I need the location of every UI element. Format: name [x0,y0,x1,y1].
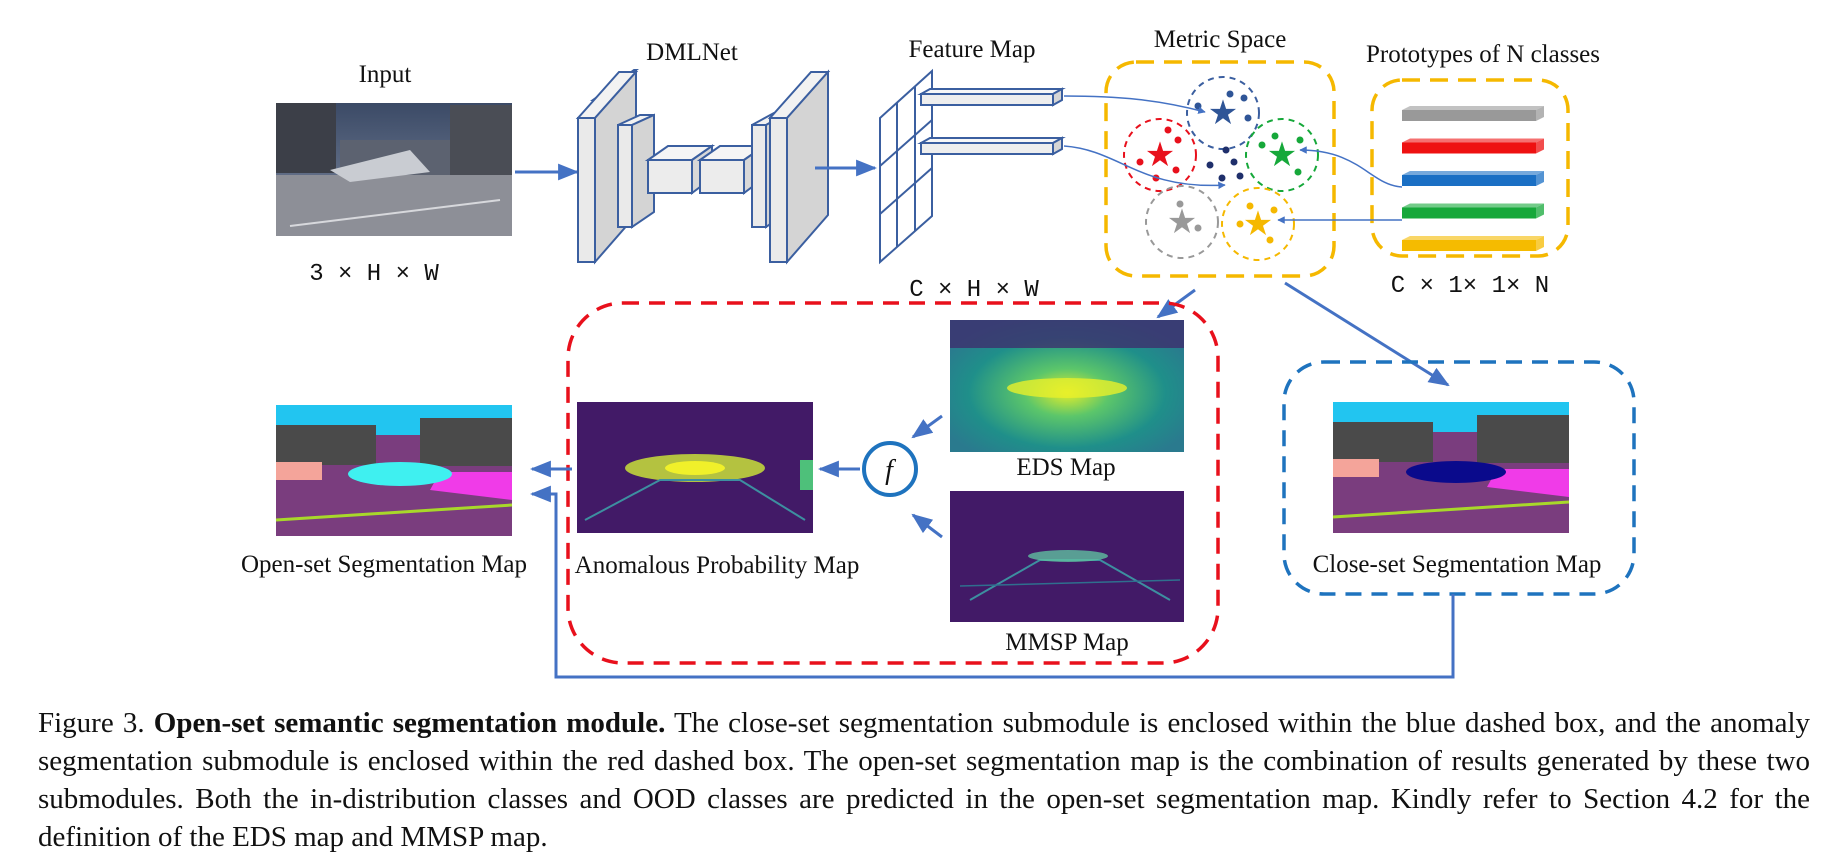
fusion-symbol: f [885,455,896,486]
framework-diagram: Input 3 × H × W DMLNet [241,26,1636,679]
cluster-green: ★ [1245,118,1319,192]
cluster-yellow: ★ [1221,187,1295,261]
eds-map-image [950,320,1184,452]
arrow-vector2-to-metric [1063,145,1226,190]
arrow-eds-to-f [911,414,943,439]
caption-figure-number: Figure 3. [38,707,145,739]
openset-label: Open-set Segmentation Map [241,551,527,578]
cluster-blue: ★ [1186,76,1260,150]
metric-space-box [1104,60,1336,278]
feature-dims: C × H × W [909,277,1039,304]
prototype-bar [1402,203,1544,219]
metric-title: Metric Space [1154,26,1287,53]
svg-text:★: ★ [1167,202,1197,242]
dmlnet-blocks [575,69,831,265]
anomaly-submodule-box [566,301,1220,665]
caption-body: The close-set segmentation submodule is … [38,707,1811,853]
prototypes-dims: C × 1× 1× N [1391,273,1549,300]
prototype-bar [1402,138,1544,154]
input-image [276,103,512,236]
feature-map-grid [879,68,933,265]
prototypes-title: Prototypes of N classes [1366,41,1600,68]
prototype-bar [1402,171,1544,186]
arrow-metric-to-closeset [1284,281,1450,387]
openset-map-image [275,405,513,536]
arrow-proto-green [1299,146,1403,188]
prototype-bar [1402,236,1544,251]
closeset-map-image [1332,402,1570,533]
svg-text:★: ★ [1208,93,1238,133]
svg-text:★: ★ [1145,135,1175,175]
eds-label: EDS Map [1016,454,1115,481]
cluster-red: ★ [1123,118,1197,192]
figure-caption: Figure 3. Open-set semantic segmentation… [38,704,1810,856]
arrow-vector1-to-metric [1063,95,1206,114]
fusion-node: f [862,441,918,497]
mmsp-map-image [950,491,1184,622]
anomalous-label: Anomalous Probability Map [575,552,860,579]
feature-vectors [917,87,1066,156]
feature-title: Feature Map [908,36,1035,63]
input-dims: 3 × H × W [309,261,439,288]
caption-lead: Open-set semantic segmentation module. [153,707,666,739]
prototypes-box [1370,78,1570,258]
svg-text:★: ★ [1267,135,1297,175]
input-title: Input [359,61,412,88]
arrow-mmsp-to-f [911,513,943,539]
anomalous-map-image [577,402,813,533]
closeset-submodule-box [1282,360,1636,596]
cluster-gray: ★ [1145,185,1219,259]
prototype-bar [1402,106,1544,121]
prototype-bars [1402,106,1544,251]
network-title: DMLNet [646,39,738,66]
ood-points [1206,146,1244,182]
arrow-closeset-to-openset [529,485,1455,679]
closeset-label: Close-set Segmentation Map [1313,551,1602,578]
mmsp-label: MMSP Map [1005,629,1128,656]
